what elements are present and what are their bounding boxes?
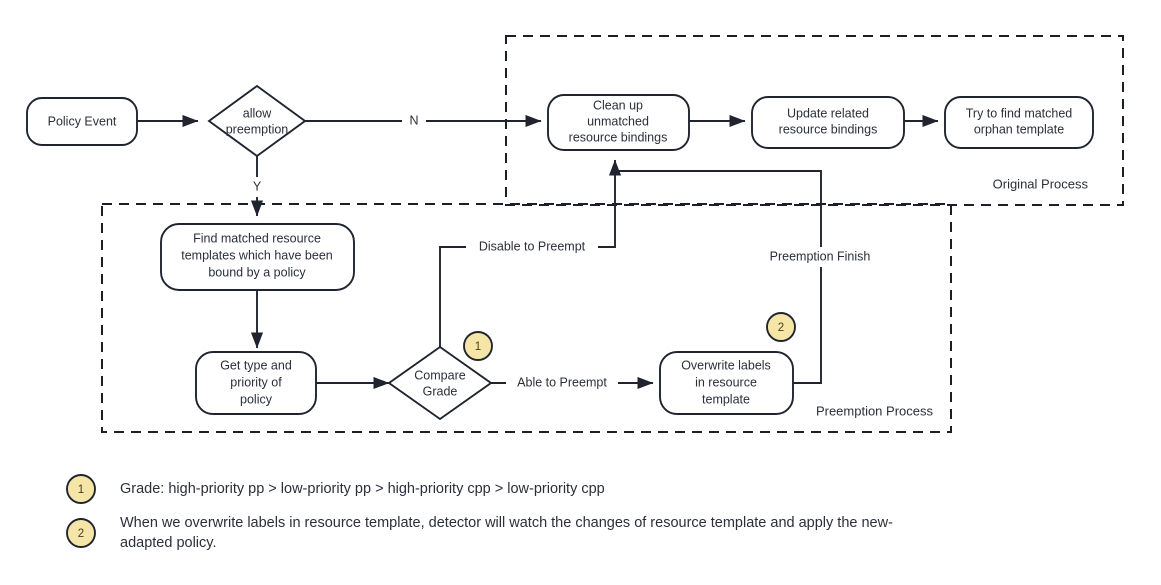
edge-label-disable-bg [466,237,598,257]
node-overwrite-labels-line3: template [702,392,750,406]
node-update-related-line2: resource bindings [779,122,878,136]
node-get-type-line2: priority of [230,375,282,389]
node-clean-up-line1: Clean up [593,98,643,112]
group-original-process-label: Original Process [993,176,1089,191]
edge-label-no-bg [402,111,426,131]
edge-overwrite-preemption-finish-to-cleanup [615,170,822,384]
footnote-badge-1 [66,474,96,504]
footnote-badge-2-label: 2 [78,528,84,540]
node-find-matched-resource-templates[interactable] [160,223,355,291]
edge-label-yes: Y [253,179,262,193]
footnote-2-line-1: When we overwrite labels in resource tem… [120,515,893,531]
node-try-find-orphan-line1: Try to find matched [966,106,1073,120]
badge-marker-2-diagram-label: 2 [778,322,784,334]
node-get-type-line3: policy [240,392,273,406]
node-allow-preemption[interactable] [207,84,307,158]
node-overwrite-labels-line1: Overwrite labels [681,358,771,372]
node-compare-grade-line2: Grade [423,384,458,398]
node-allow-preemption-label-line1: allow [243,106,272,120]
node-get-type-line1: Get type and [220,358,292,372]
group-preemption-process-label: Preemption Process [816,403,934,418]
node-find-templates-line2: templates which have been [181,248,333,262]
edge-label-disable-to-preempt: Disable to Preempt [479,239,586,253]
node-clean-up-line3: resource bindings [569,130,668,144]
node-policy-event[interactable] [26,97,138,146]
node-overwrite-labels-in-resource-template[interactable] [659,351,794,415]
node-try-find-orphan-line2: orphan template [974,122,1064,136]
node-update-related-line1: Update related [787,106,869,120]
node-try-to-find-matched-orphan-template[interactable] [944,96,1094,149]
group-preemption-process [101,203,952,433]
edge-label-able-bg [506,373,618,393]
footnote-badge-1-label: 1 [78,484,84,496]
node-find-templates-line1: Find matched resource [193,231,321,245]
edge-label-no: N [409,113,418,127]
edge-label-preemption-finish: Preemption Finish [770,249,871,263]
node-compare-grade[interactable] [387,345,493,421]
edge-label-finish-bg [758,247,882,267]
node-clean-up-line2: unmatched [587,114,649,128]
edge-label-able-to-preempt: Able to Preempt [517,375,607,389]
node-update-related-resource-bindings[interactable] [751,96,905,149]
node-policy-event-label: Policy Event [48,114,117,128]
footnote-1-line-1: Grade: high-priority pp > low-priority p… [120,481,605,497]
footnote-badge-2 [66,518,96,548]
footnote-2-line-2: adapted policy. [120,535,216,551]
node-compare-grade-line1: Compare [414,368,465,382]
node-clean-up-unmatched-resource-bindings[interactable] [547,94,690,151]
edge-label-yes-bg [246,177,268,197]
badge-marker-1-diagram-label: 1 [475,341,481,353]
node-overwrite-labels-line2: in resource [695,375,757,389]
node-get-type-and-priority-of-policy[interactable] [195,351,317,415]
badge-marker-2-diagram [766,312,796,342]
node-allow-preemption-label-line2: preemption [226,122,289,136]
badge-marker-1-diagram [463,331,493,361]
node-find-templates-line3: bound by a policy [208,265,306,279]
